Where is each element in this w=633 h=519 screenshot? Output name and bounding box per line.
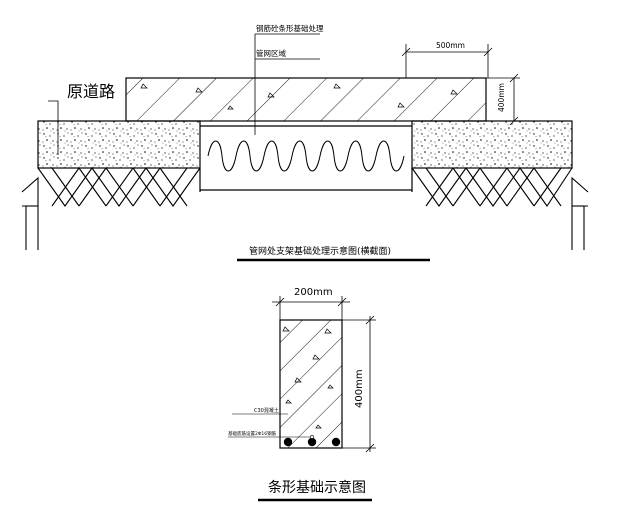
soil-left bbox=[21, 167, 201, 250]
detail-dim-width bbox=[272, 296, 350, 320]
rebar-center bbox=[307, 437, 317, 447]
detail-leaders bbox=[228, 413, 314, 439]
dim-height-400 bbox=[486, 73, 520, 126]
detail-dim-height-label: 400mm bbox=[354, 369, 365, 408]
caption-top: 管网处支架基础处理示意图(横截面) bbox=[249, 245, 391, 257]
detail-aggregate-marks bbox=[282, 326, 334, 429]
cross-section: 原道路 钢筋砼条形基础处理 管网区域 500mm 400mm 管网处支架基础处理… bbox=[21, 23, 589, 262]
detail-dim-height bbox=[342, 315, 376, 453]
rebar-left bbox=[283, 437, 293, 447]
detail-dim-width-label: 200mm bbox=[294, 287, 333, 298]
label-rebar: 基础底筋设置2Φ16钢筋 bbox=[228, 430, 277, 437]
strip-foundation-block bbox=[125, 77, 487, 122]
leaders bbox=[48, 33, 320, 155]
concrete-aggregate-marks bbox=[140, 83, 458, 110]
dim-height-label: 400mm bbox=[497, 83, 506, 112]
pipe-channel bbox=[199, 125, 413, 192]
road-base-right bbox=[411, 120, 573, 169]
road-base-left bbox=[37, 120, 201, 169]
label-concrete: C30混凝土 bbox=[254, 407, 279, 414]
strip-foundation-section bbox=[279, 319, 343, 449]
pipe-coil bbox=[207, 140, 405, 172]
rebar-right bbox=[331, 437, 341, 447]
dim-width-500 bbox=[401, 44, 493, 78]
soil-right bbox=[411, 167, 589, 250]
label-pipe-area: 管网区域 bbox=[256, 48, 286, 58]
label-strip-foundation: 钢筋砼条形基础处理 bbox=[256, 23, 324, 33]
dim-width-label: 500mm bbox=[436, 41, 465, 50]
caption-bottom: 条形基础示意图 bbox=[268, 479, 366, 496]
label-road: 原道路 bbox=[67, 82, 115, 101]
strip-foundation-detail: 200mm 400mm C30混凝土 基础底筋设置2Φ16钢筋 条形基础示意图 bbox=[228, 287, 376, 502]
